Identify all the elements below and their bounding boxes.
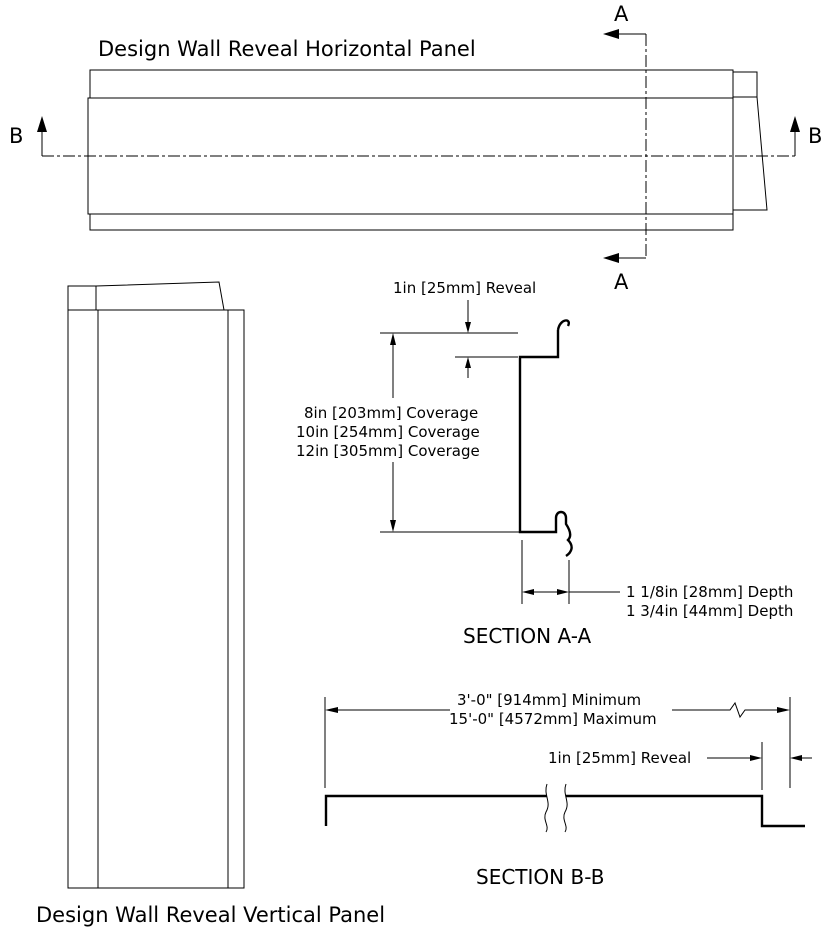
- vertical-panel-title: Design Wall Reveal Vertical Panel: [36, 903, 385, 927]
- section-b-right-label: B: [808, 124, 822, 148]
- section-a-bottom-arrow: [603, 253, 619, 263]
- section-bb-length-arrow-right: [777, 707, 790, 713]
- section-bb-reveal-arrow-right: [790, 755, 802, 761]
- section-aa-coverage-arrow-bottom: [390, 520, 396, 532]
- vertical-panel-view: Design Wall Reveal Vertical Panel: [36, 281, 385, 927]
- vertical-panel-right-strip: [227, 309, 245, 889]
- section-aa-coverage-label-2: 10in [254mm] Coverage: [296, 423, 480, 441]
- horizontal-panel-view: Design Wall Reveal Horizontal Panel B B …: [9, 2, 822, 294]
- vertical-panel-face: [97, 309, 229, 889]
- section-bb-length-label-1: 3'-0" [914mm] Minimum: [457, 691, 641, 709]
- section-bb-profile-left: [324, 794, 547, 826]
- section-b-left-arrow: [37, 116, 47, 132]
- horizontal-panel-title: Design Wall Reveal Horizontal Panel: [98, 37, 476, 61]
- section-aa-coverage-arrow-top: [390, 333, 396, 345]
- section-aa-reveal-label: 1in [25mm] Reveal: [393, 279, 536, 297]
- section-aa-depth-label-2: 1 3/4in [44mm] Depth: [626, 602, 793, 620]
- section-aa-coverage-label-3: 12in [305mm] Coverage: [296, 442, 480, 460]
- vertical-panel-left-strip: [67, 309, 99, 889]
- vertical-panel-top-lap: [95, 281, 225, 311]
- section-bb-break-left: [544, 783, 549, 833]
- horizontal-panel-end-lap-top: [733, 71, 758, 98]
- section-a-top-label: A: [614, 2, 629, 26]
- section-bb-profile-right: [566, 794, 805, 828]
- section-aa-reveal-arrow-bottom: [465, 357, 471, 368]
- section-bb-reveal-label: 1in [25mm] Reveal: [548, 749, 691, 767]
- section-bb-reveal-arrow-left: [750, 755, 762, 761]
- section-aa-panel-profile: [518, 319, 573, 557]
- section-aa-depth-arrow-left: [522, 589, 534, 595]
- section-bb-length-arrow-left: [325, 707, 338, 713]
- section-aa-depth-arrow-right: [557, 589, 569, 595]
- vertical-panel-top-left-lap: [67, 285, 97, 311]
- section-aa-depth-label-1: 1 1/8in [28mm] Depth: [626, 583, 793, 601]
- section-aa-coverage-label-1: 8in [203mm] Coverage: [304, 404, 478, 422]
- section-bb-break-right: [563, 783, 568, 833]
- horizontal-panel-end-lap: [733, 96, 768, 211]
- section-b-left-label: B: [9, 124, 23, 148]
- section-aa: 1in [25mm] Reveal 8in [203mm] Coverage 1…: [296, 279, 793, 648]
- section-bb-length-label-2: 15'-0" [4572mm] Maximum: [449, 710, 657, 728]
- horizontal-panel-bottom-strip: [89, 213, 734, 231]
- section-bb: 3'-0" [914mm] Minimum 15'-0" [4572mm] Ma…: [324, 691, 812, 889]
- section-aa-reveal-arrow-top: [465, 322, 471, 333]
- horizontal-panel-top-strip: [89, 69, 734, 99]
- section-aa-title: SECTION A-A: [463, 624, 591, 648]
- section-bb-title: SECTION B-B: [476, 865, 604, 889]
- section-b-right-arrow: [790, 116, 800, 132]
- section-bb-length-line-right: [672, 701, 777, 719]
- section-a-top-arrow: [603, 29, 619, 39]
- section-a-bottom-label: A: [614, 270, 629, 294]
